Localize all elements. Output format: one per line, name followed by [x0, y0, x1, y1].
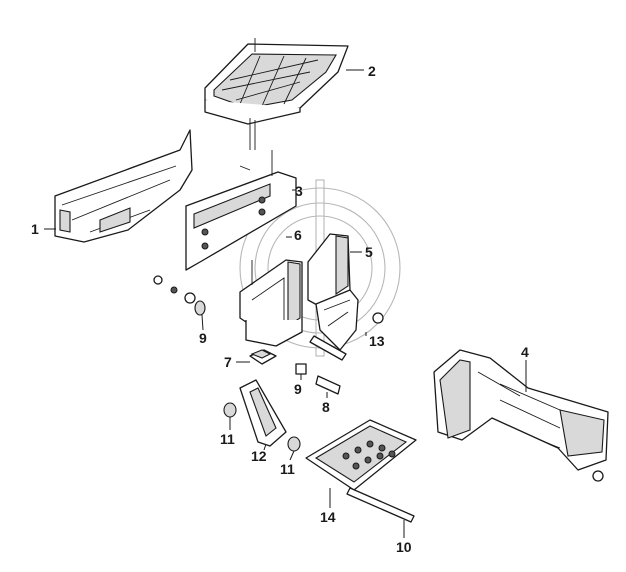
- callout-3: 3: [295, 183, 303, 199]
- part-10-rod: [346, 487, 415, 523]
- callout-11-left: 11: [220, 431, 235, 447]
- part-14-lower-step-plate: [305, 419, 417, 491]
- callout-12: 12: [251, 448, 267, 464]
- hardware-fasteners: [153, 165, 384, 375]
- callout-9-left: 9: [199, 330, 207, 346]
- callout-6: 6: [294, 227, 302, 243]
- callout-10: 10: [396, 539, 412, 555]
- part-1-side-bracket: [54, 129, 193, 243]
- callout-2: 2: [368, 63, 376, 79]
- part-7-clip: [249, 349, 277, 365]
- leader-lines: [44, 69, 527, 538]
- callout-7: 7: [224, 354, 232, 370]
- part-4-frame-bracket: [433, 349, 609, 482]
- callout-labels: 2 3 1 5 6 4 7 8 9 9 13 10 11 11 12 14: [31, 63, 529, 555]
- part-12-triangle-bracket: [239, 379, 287, 447]
- part-6-left-u-bracket: [239, 259, 303, 347]
- callout-8: 8: [322, 399, 330, 415]
- part-3-mounting-plate: [185, 150, 297, 271]
- part-5-right-u-bracket: [307, 233, 359, 351]
- part-13-pin: [309, 335, 347, 361]
- part-8-bolt: [315, 375, 341, 395]
- callout-5: 5: [365, 244, 373, 260]
- callout-13: 13: [369, 333, 385, 349]
- callout-14: 14: [320, 509, 336, 525]
- part-2-upper-step-tread: [204, 38, 349, 150]
- callout-1: 1: [31, 221, 39, 237]
- callout-9-center: 9: [294, 381, 302, 397]
- callout-4: 4: [521, 344, 529, 360]
- callout-11-right: 11: [280, 461, 295, 477]
